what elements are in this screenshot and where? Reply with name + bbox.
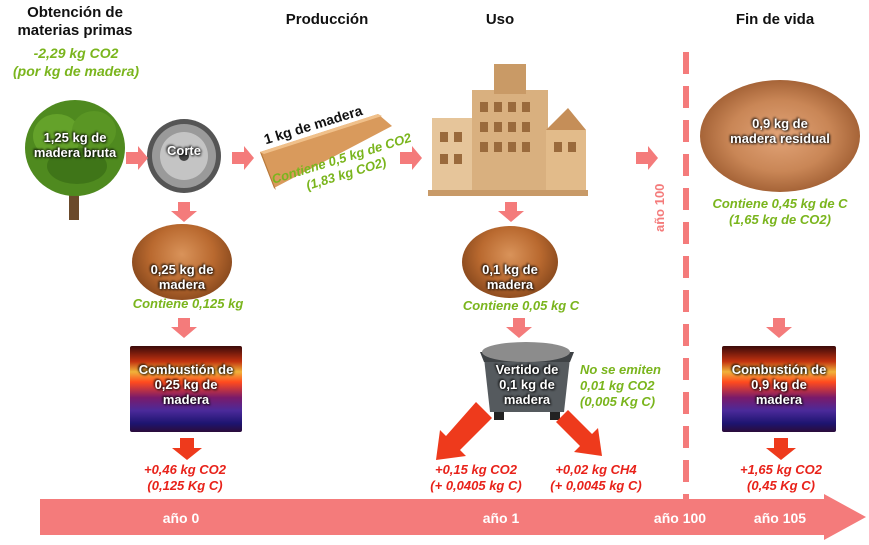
emission-arrow-1 (172, 438, 202, 465)
tree-image (22, 96, 128, 222)
saw-blade-image (146, 118, 222, 194)
raw-co2-note: -2,29 kg CO2 (por kg de madera) (12, 45, 140, 79)
timeline-label-year100: año 100 (653, 510, 707, 526)
timeline-label-year0: año 0 (162, 510, 200, 526)
year100-dashed-line (683, 52, 689, 504)
emission2a-note: +0,15 kg CO2 (+ 0,0405 kg C) (430, 462, 522, 493)
wood-beam-image (258, 104, 398, 194)
wood-chips-image (132, 224, 232, 300)
landfill-dumpster-image (474, 340, 580, 422)
emission-arrow-3 (766, 438, 796, 465)
combustion1-label: Combustión de 0,25 kg de madera (138, 362, 234, 407)
not-emitted-note: No se emiten 0,01 kg CO2 (0,005 Kg C) (580, 362, 661, 409)
combustion-image (130, 346, 242, 432)
wooden-building-image (428, 60, 588, 198)
arrow-building-to-chips (498, 202, 524, 227)
arrow-chips-to-landfill (506, 318, 532, 343)
emission2b-note: +0,02 kg CH4 (+ 0,0045 kg C) (550, 462, 642, 493)
emission1-note: +0,46 kg CO2 (0,125 Kg C) (143, 462, 227, 493)
arrow-9-percent (556, 410, 606, 460)
saw-label: Corte (167, 143, 201, 158)
arrow-saw-to-chips (171, 202, 197, 227)
timeline-arrow (40, 494, 866, 540)
wood-chips-image-2 (462, 226, 558, 298)
emission3-note: +1,65 kg CO2 (0,45 Kg C) (739, 462, 823, 493)
timeline-label-year105: año 105 (753, 510, 807, 526)
chips1-contains-note: Contiene 0,125 kg (132, 296, 244, 311)
arrow-81-percent (432, 402, 492, 462)
landfill-label: Vertido de 0,1 kg de madera (495, 362, 559, 407)
timeline-label-year1: año 1 (482, 510, 520, 526)
header-use: Uso (485, 11, 515, 28)
chips1-label: 0,25 kg de madera (150, 262, 214, 292)
combustion2-label: Combustión de 0,9 kg de madera (731, 362, 827, 407)
chips2-label: 0,1 kg de madera (482, 262, 538, 292)
arrow-chips-to-combustion (171, 318, 197, 343)
header-raw-materials: Obtención de materias primas (17, 4, 133, 39)
header-production: Producción (285, 11, 369, 28)
header-end-of-life: Fin de vida (735, 11, 815, 28)
arrow-saw-to-beam (232, 146, 254, 175)
arrow-residual-to-combustion (766, 318, 792, 343)
year100-vertical-label: año 100 (652, 183, 667, 232)
combustion-image-2 (722, 346, 836, 432)
tree-label: 1,25 kg de madera bruta (33, 130, 117, 160)
chips2-contains-note: Contiene 0,05 kg C (462, 298, 580, 313)
residual-label: 0,9 kg de madera residual (730, 116, 830, 146)
residual-wood-image (700, 80, 860, 192)
arrow-tree-to-saw (126, 146, 148, 175)
residual-contains-note: Contiene 0,45 kg de C (1,65 kg de CO2) (712, 196, 848, 227)
arrow-building-to-end (636, 146, 658, 175)
arrow-beam-to-building (400, 146, 422, 175)
